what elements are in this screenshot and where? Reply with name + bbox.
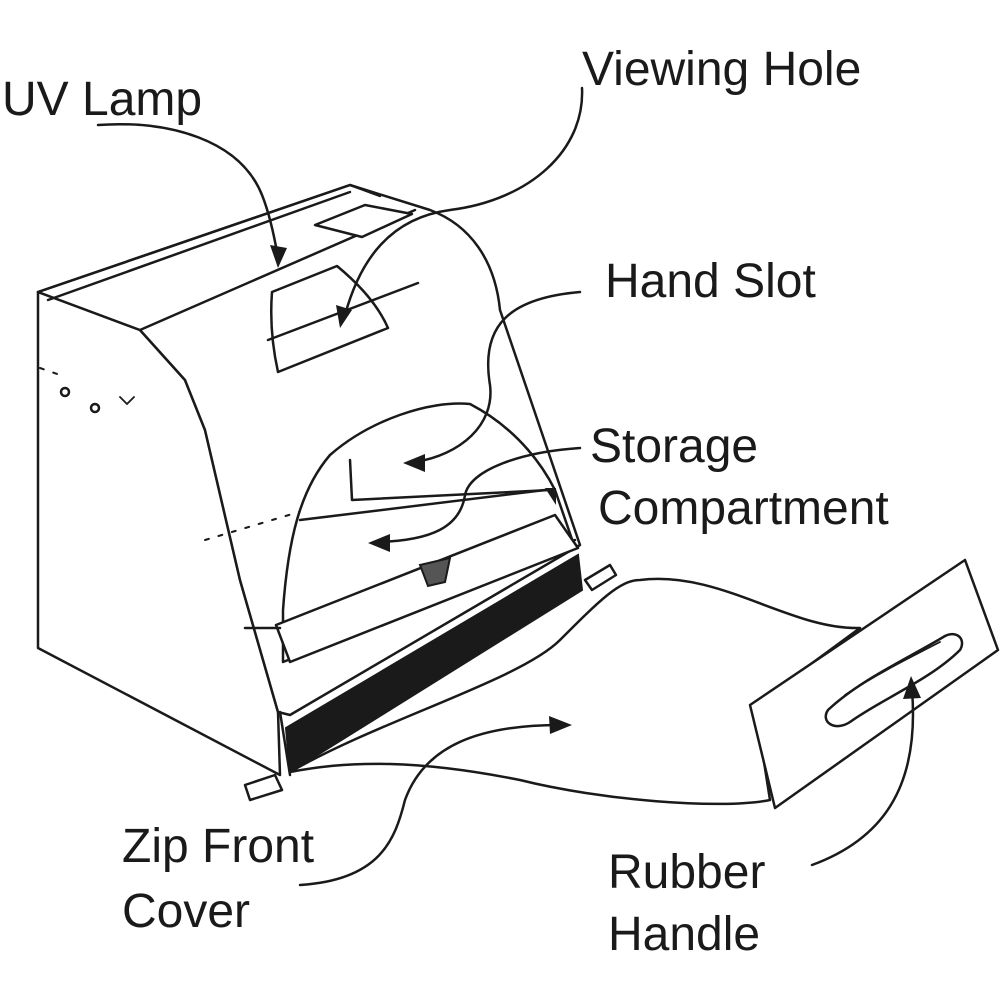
front-cover-flap <box>288 577 862 806</box>
cabinet <box>36 183 618 802</box>
zip-cover-arrowhead <box>549 716 572 734</box>
label-zip-line1: Zip Front <box>122 820 314 873</box>
label-hand-slot: Hand Slot <box>605 255 816 308</box>
label-uv-lamp: UV Lamp <box>2 73 202 126</box>
uv-lamp-cover <box>313 203 414 239</box>
corner-tab <box>545 488 556 505</box>
hand-slot-arrowhead <box>403 454 425 472</box>
zip-pull-tab <box>583 563 618 592</box>
viewing-hole-window <box>270 264 390 374</box>
rubber-handle-grip <box>824 633 964 728</box>
rubber-handle-panel <box>748 558 1000 810</box>
storage-leader <box>378 446 582 544</box>
uv-lamp-leader <box>96 123 280 260</box>
rubber-handle-leader <box>810 688 915 867</box>
storage-compartment <box>274 513 580 664</box>
zip-cover-leader <box>298 723 562 887</box>
label-handle-line1: Rubber <box>608 846 765 899</box>
label-zip-line2: Cover <box>122 885 250 938</box>
rubber-handle-arrowhead <box>903 676 921 699</box>
label-viewing-hole: Viewing Hole <box>582 43 861 96</box>
callouts <box>96 86 921 887</box>
viewing-hole-leader <box>343 86 584 317</box>
viewing-hole-arrowhead <box>336 305 352 328</box>
zip-front-cover <box>288 558 1000 810</box>
label-storage-line2: Compartment <box>598 482 889 535</box>
vent-hole <box>59 386 71 398</box>
hand-slot-leader <box>413 290 582 464</box>
label-handle-line2: Handle <box>608 908 760 961</box>
uv-lamp-arrowhead <box>270 245 287 268</box>
labels: UV Lamp Viewing Hole Hand Slot Storage C… <box>2 43 889 961</box>
zipper-strip <box>284 553 584 774</box>
vent-hole <box>89 402 101 414</box>
compartment-marker <box>418 556 452 588</box>
storage-arrowhead <box>368 534 390 552</box>
label-storage-line1: Storage <box>590 420 758 473</box>
zip-pull-tab <box>243 773 284 802</box>
